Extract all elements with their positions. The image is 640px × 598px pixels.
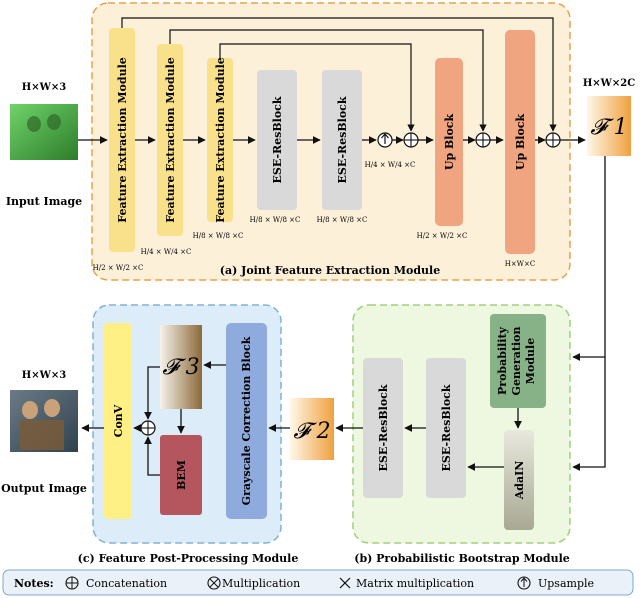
fem-block-1-label: Feature Extraction Module	[116, 57, 129, 222]
bem-label: BEM	[175, 460, 188, 490]
dim-up: H/4 × W/4 ×C	[365, 161, 416, 169]
note-upsample-icon-head	[520, 577, 528, 582]
fem-block-3	[207, 58, 233, 222]
output-dims: H×W×3	[22, 370, 66, 381]
arrow-f1-adain	[572, 357, 606, 471]
dim-up1: H/2 × W/2 ×C	[417, 232, 468, 240]
prob-gen-label-line-1: Probability	[496, 326, 509, 395]
note-mult-icon	[207, 576, 221, 590]
ese-block-2-label: ESE-ResBlock	[336, 96, 349, 183]
dim-fem2: H/4 × W/4 ×C	[141, 248, 192, 256]
up-block-2-label: Up Block	[514, 114, 527, 171]
panel-c-title: (c) Feature Post-Processing Module	[78, 552, 299, 565]
dim-ese1: H/8 × W/8 ×C	[250, 216, 301, 224]
f2-block	[290, 398, 334, 460]
output-image-figure-1	[22, 401, 38, 419]
note-upsample-icon	[517, 576, 531, 590]
gray-block	[226, 323, 267, 519]
bem-block	[160, 435, 202, 515]
fem-block-3-label: Feature Extraction Module	[214, 57, 227, 222]
note-mult-label: Multiplication	[222, 577, 300, 590]
f1-block	[587, 96, 631, 156]
ese-block-1-label: ESE-ResBlock	[271, 96, 284, 183]
note-mult-icon-b	[209, 578, 219, 588]
input-dims: H×W×3	[22, 82, 66, 93]
ese-block-1	[257, 70, 297, 210]
output-image-figure-2	[44, 399, 60, 417]
arrow-f3-concat4	[144, 366, 160, 420]
skip-fem3-concat1	[219, 43, 415, 132]
ese-block-2	[322, 70, 362, 210]
input-image	[10, 104, 78, 160]
input-image-figure-1	[27, 116, 41, 132]
f2-label: 𝓕 2	[293, 419, 330, 444]
dim-fem3: H/8 × W/8 ×C	[193, 232, 244, 240]
note-concat-label: Concatenation	[86, 577, 167, 590]
skip-fem1-concat3	[121, 17, 557, 132]
up-block-1	[435, 58, 463, 226]
prob-gen-label-line-3: Module	[524, 338, 537, 384]
input-image-label: Input Image	[6, 195, 82, 208]
prob-gen-block	[490, 314, 546, 408]
f3-label: 𝓕 3	[162, 355, 199, 380]
output-image-label: Output Image	[1, 482, 87, 495]
arrow-bem-concat4	[144, 436, 160, 476]
adain-label: AdaIN	[513, 461, 526, 501]
dim-ese2: H/8 × W/8 ×C	[317, 216, 368, 224]
f1-dims: H×W×2C	[583, 78, 635, 89]
note-matmul-icon-b	[339, 577, 351, 589]
output-image-body	[20, 420, 64, 450]
fem-block-1	[109, 28, 135, 252]
skip-fem2-concat2	[169, 29, 487, 132]
conv-block	[104, 323, 132, 519]
panel-b-title: (b) Probabilistic Bootstrap Module	[354, 552, 570, 565]
upsample-icon-head	[381, 133, 389, 139]
note-matmul-label: Matrix multiplication	[356, 577, 474, 590]
panel-a-title: (a) Joint Feature Extraction Module	[220, 264, 440, 277]
fem-block-2-label: Feature Extraction Module	[164, 57, 177, 222]
ese-block-4	[363, 358, 403, 498]
dim-fem1: H/2 × W/2 ×C	[93, 264, 144, 272]
ese-block-3-label: ESE-ResBlock	[440, 384, 453, 471]
gray-label: Grayscale Correction Block	[240, 336, 253, 505]
prob-gen-label: Probability Generation Module	[496, 326, 537, 395]
arrow-f1-prob	[572, 156, 606, 361]
adain-block	[504, 430, 534, 530]
up-block-1-label: Up Block	[443, 114, 456, 171]
ese-block-3	[426, 358, 466, 498]
note-upsample-label: Upsample	[538, 577, 594, 590]
notes-bar	[2, 569, 634, 596]
f3-block	[160, 325, 202, 409]
fem-block-2	[157, 44, 183, 236]
ese-block-4-label: ESE-ResBlock	[377, 384, 390, 471]
notes-title: Notes:	[14, 577, 54, 590]
input-image-figure-2	[47, 114, 61, 130]
conv-label: ConV	[112, 404, 125, 437]
prob-gen-label-line-2: Generation	[510, 327, 523, 396]
f1-label: 𝓕 1	[590, 115, 627, 140]
up-block-2	[505, 30, 535, 254]
dim-up2: H×W×C	[505, 260, 535, 268]
